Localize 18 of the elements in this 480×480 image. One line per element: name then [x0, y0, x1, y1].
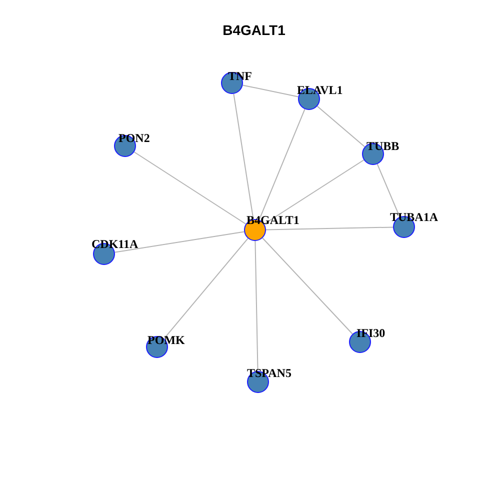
diagram-title: B4GALT1	[222, 22, 286, 38]
node-label: CDK11A	[92, 238, 138, 250]
node-label: B4GALT1	[246, 214, 300, 226]
node-label: IFI30	[356, 326, 386, 340]
edge-line	[258, 108, 306, 220]
edge-line	[262, 238, 353, 334]
edge-line	[164, 238, 248, 340]
edge-line	[242, 84, 299, 98]
edge-line	[134, 152, 246, 224]
node-label: TUBA1A	[390, 210, 438, 224]
edge-line	[264, 160, 364, 224]
edge-line	[376, 164, 400, 218]
node-label: ELAVL1	[297, 84, 343, 96]
node-label: TSPAN5	[247, 366, 292, 380]
edge-line	[316, 106, 366, 148]
edge-line	[266, 226, 394, 230]
edge-line	[114, 231, 245, 253]
edge-line	[254, 240, 258, 372]
